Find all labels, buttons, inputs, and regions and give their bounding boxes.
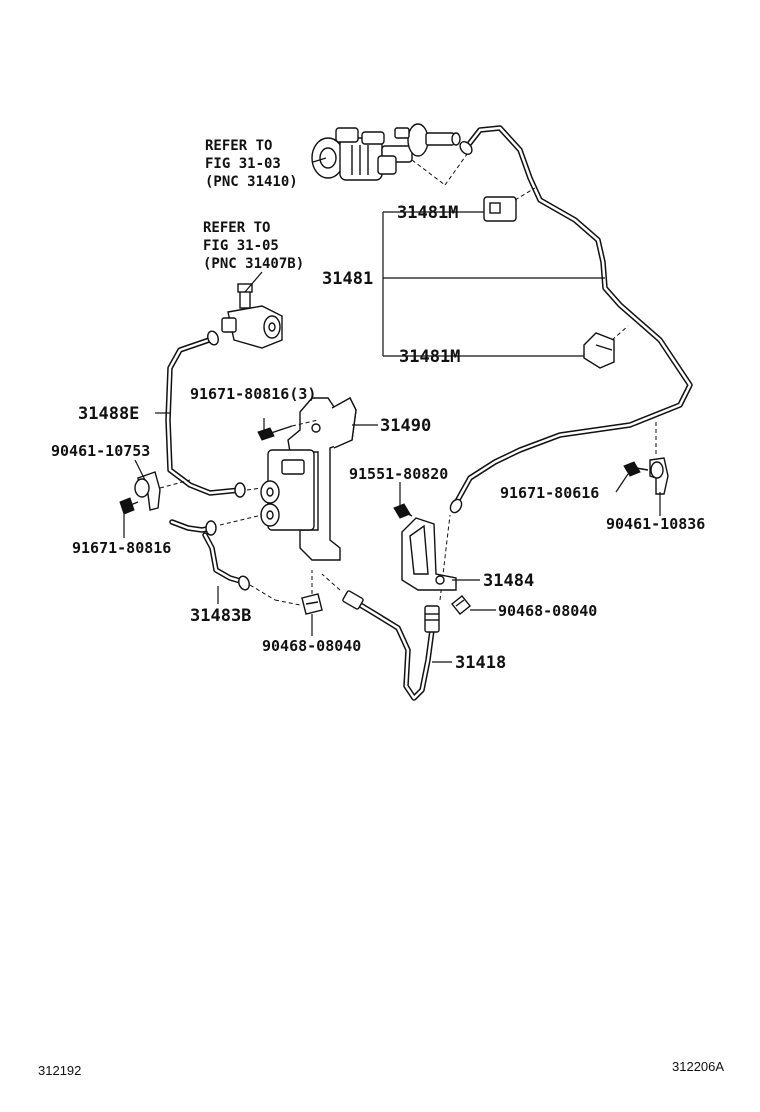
bolt-91671-80616	[623, 461, 649, 477]
reference-line: (PNC 31410)	[205, 174, 298, 190]
clutch-tube-31483b	[169, 514, 301, 606]
flexible-hose-31418	[321, 514, 451, 701]
part-label-31484: 31484	[483, 571, 534, 591]
clip-90461-10836	[649, 422, 669, 495]
reference-line: FIG 31-03	[205, 156, 281, 172]
part-label-91671-80616: 91671-80616	[500, 484, 599, 502]
part-label-90468-08040-bottom: 90468-08040	[262, 637, 361, 655]
part-label-31490: 31490	[380, 416, 431, 436]
part-label-31481m-bottom: 31481M	[399, 347, 460, 367]
clutch-tube-31488e	[165, 330, 263, 498]
clip-90468-08040-right	[451, 595, 471, 615]
part-label-90461-10836: 90461-10836	[606, 515, 705, 533]
reference-label-fig-31-05: REFER TO FIG 31-05 (PNC 31407B)	[203, 220, 304, 272]
footer-left-code: 312192	[38, 1063, 81, 1078]
part-label-90461-10753: 90461-10753	[51, 442, 150, 460]
footer-right-code: 312206A	[672, 1059, 724, 1074]
clamp-31481m-top	[483, 187, 536, 222]
part-label-91551-80820: 91551-80820	[349, 465, 448, 483]
clamp-31481m-bottom	[583, 325, 629, 369]
leader-lines	[123, 157, 661, 663]
part-label-91671-80816-3: 91671-80816(3)	[190, 385, 316, 403]
pipe-union-block	[260, 449, 315, 531]
reference-line: FIG 31-05	[203, 238, 279, 254]
clutch-tube-31481	[449, 125, 693, 514]
bolt-91671-80816-upper	[257, 419, 319, 441]
reference-label-fig-31-03: REFER TO FIG 31-03 (PNC 31410)	[205, 138, 298, 190]
bolt-91551-80820	[393, 503, 413, 519]
union-fitting-31407b	[221, 283, 283, 349]
reference-line: (PNC 31407B)	[203, 256, 304, 272]
clutch-master-cylinder	[311, 123, 471, 186]
bracket-31490	[287, 396, 357, 561]
reference-line: REFER TO	[205, 138, 272, 154]
part-label-31483b: 31483B	[190, 606, 251, 626]
part-label-31418: 31418	[455, 653, 506, 673]
clip-90461-10753	[134, 471, 191, 511]
reference-line: REFER TO	[203, 220, 270, 236]
bolt-91671-80816-left	[119, 497, 139, 515]
clip-90468-08040-bottom	[301, 570, 323, 615]
part-label-31488e: 31488E	[78, 404, 139, 424]
part-label-90468-08040-right: 90468-08040	[498, 602, 597, 620]
part-label-31481: 31481	[322, 269, 373, 289]
part-label-31481m-top: 31481M	[397, 203, 458, 223]
bracket-31484	[401, 517, 457, 591]
part-label-91671-80816: 91671-80816	[72, 539, 171, 557]
